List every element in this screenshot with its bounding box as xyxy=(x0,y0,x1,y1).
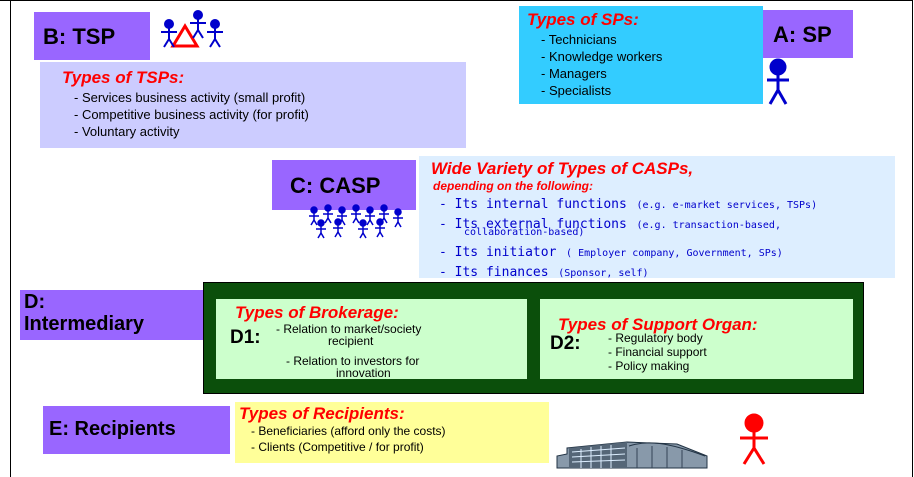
sp-label: A: SP xyxy=(773,22,832,47)
list-item: - Its internal functions (e.g. e-market … xyxy=(439,193,817,212)
list-item: - Regulatory body xyxy=(608,331,703,345)
list-item-note: ( Employer company, Government, SPs) xyxy=(566,248,783,259)
d1-tag: D1: xyxy=(230,327,261,348)
recipients-label: E: Recipients xyxy=(49,418,176,440)
list-item-main: - Its internal functions xyxy=(439,197,627,212)
list-item: - Competitive business activity (for pro… xyxy=(74,107,309,122)
person-icon xyxy=(740,413,768,465)
list-item: - Relation to investors for xyxy=(286,354,420,368)
list-item: - Services business activity (small prof… xyxy=(74,90,306,105)
casp-label: C: CASP xyxy=(290,173,381,198)
support-organ-heading: Types of Support Organ: xyxy=(558,315,758,334)
intermediary-container: Types of Brokerage: D1: - Relation to ma… xyxy=(203,282,864,394)
support-organ-box: Types of Support Organ: D2: - Regulatory… xyxy=(540,299,853,379)
sp-types-heading: Types of SPs: xyxy=(527,10,639,29)
list-item: - Relation to market/society xyxy=(276,322,422,336)
sp-label-box: A: SP xyxy=(763,10,853,58)
tsp-types-list: - Services business activity (small prof… xyxy=(74,89,309,140)
sp-types-box: Types of SPs: - Technicians - Knowledge … xyxy=(519,6,763,104)
casp-label-box: C: CASP xyxy=(272,160,416,210)
list-item-note-continued: collaboration-based) xyxy=(464,227,585,238)
list-item: - Knowledge workers xyxy=(541,49,663,64)
list-item: - Its initiator ( Employer company, Gove… xyxy=(439,241,783,260)
recipients-types-list: - Beneficiaries (afford only the costs) … xyxy=(251,423,446,455)
building-icon xyxy=(556,441,708,469)
list-item-main: - Its initiator xyxy=(439,245,557,260)
list-item-continued: recipient xyxy=(328,334,374,348)
support-organ-list: - Regulatory body - Financial support - … xyxy=(608,331,707,373)
d2-tag: D2: xyxy=(550,333,581,354)
list-item: - Its finances (Sponsor, self) xyxy=(439,261,649,280)
casp-types-subheading: depending on the following: xyxy=(433,179,593,193)
casp-types-box: Wide Variety of Types of CASPs, dependin… xyxy=(419,156,895,280)
list-item: - Policy making xyxy=(608,359,690,373)
casp-types-heading: Wide Variety of Types of CASPs, xyxy=(431,159,694,178)
left-border xyxy=(10,0,11,477)
list-item-main: - Its external functions xyxy=(439,217,627,232)
list-item-note: (e.g. e-market services, TSPs) xyxy=(636,200,818,211)
recipients-label-box: E: Recipients xyxy=(43,406,230,454)
tsp-label: B: TSP xyxy=(43,24,116,49)
list-item: - Specialists xyxy=(541,83,612,98)
tsp-types-heading: Types of TSPs: xyxy=(62,68,185,87)
tsp-label-box: B: TSP xyxy=(34,12,150,60)
intermediary-label-box: D: Intermediary xyxy=(20,290,203,340)
list-item: - Technicians xyxy=(541,32,617,47)
person-icon xyxy=(767,58,789,105)
list-item-note: (Sponsor, self) xyxy=(558,268,649,279)
brokerage-heading: Types of Brokerage: xyxy=(235,303,399,322)
recipients-types-heading: Types of Recipients: xyxy=(239,404,405,423)
brokerage-box: Types of Brokerage: D1: - Relation to ma… xyxy=(216,299,527,380)
list-item: - Its external functions (e.g. transacti… xyxy=(439,213,781,232)
list-item: - Voluntary activity xyxy=(74,124,180,139)
people-group-icon xyxy=(161,10,223,48)
list-item-continued: innovation xyxy=(336,366,391,380)
list-item: - Beneficiaries (afford only the costs) xyxy=(251,424,446,438)
intermediary-label-line2: Intermediary xyxy=(24,313,145,335)
crowd-icon xyxy=(309,204,403,239)
sp-types-list: - Technicians - Knowledge workers - Mana… xyxy=(541,31,662,99)
list-item: - Financial support xyxy=(608,345,707,359)
list-item: - Clients (Competitive / for profit) xyxy=(251,440,424,454)
recipients-types-box: Types of Recipients: - Beneficiaries (af… xyxy=(235,402,549,463)
list-item: - Managers xyxy=(541,66,607,81)
tsp-types-box: Types of TSPs: - Services business activ… xyxy=(40,62,466,148)
intermediary-label-line1: D: xyxy=(24,291,46,313)
list-item-note: (e.g. transaction-based, xyxy=(636,220,781,231)
list-item-main: - Its finances xyxy=(439,265,549,280)
